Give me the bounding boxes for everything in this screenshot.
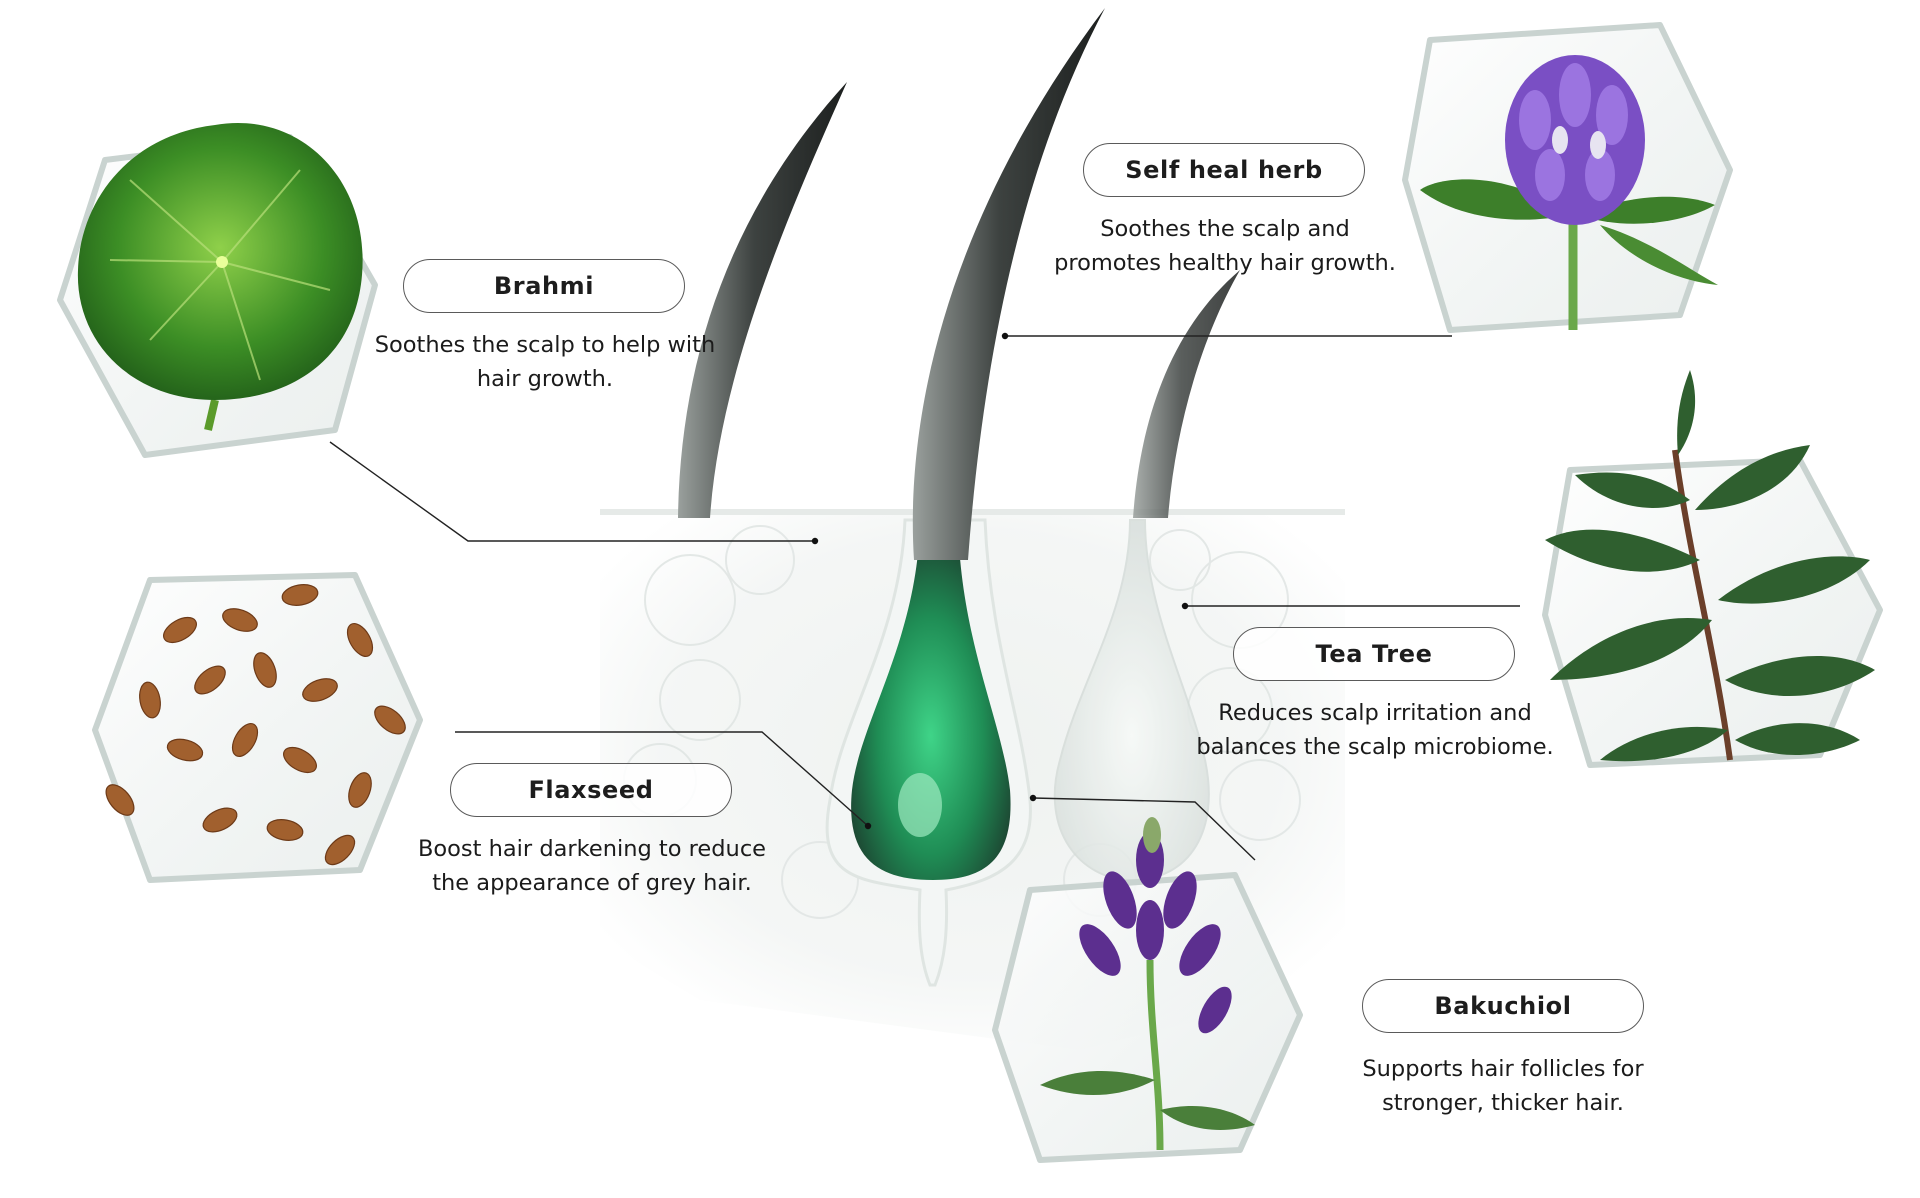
self-heal-flower-icon: [1402, 22, 1733, 333]
self-heal-herb-description: Soothes the scalp and promotes healthy h…: [1054, 216, 1396, 276]
main-hair-shaft: [912, 8, 1105, 560]
flaxseed-description: Boost hair darkening to reduce the appea…: [417, 836, 767, 896]
tea-tree-description: Reduces scalp irritation and balances th…: [1196, 700, 1554, 760]
bakuchiol-description: Supports hair follicles for stronger, th…: [1362, 1056, 1644, 1116]
bakuchiol-label: Bakuchiol: [1362, 979, 1644, 1033]
main-hair-bulb: [851, 520, 1011, 880]
flaxseed-label: Flaxseed: [450, 763, 732, 817]
bakuchiol-flower-icon: [992, 817, 1303, 1163]
tea-tree-label: Tea Tree: [1233, 627, 1515, 681]
connector-lines: [329, 335, 1520, 861]
brahmi-label: Brahmi: [403, 259, 685, 313]
right-hair-shaft: [1133, 270, 1240, 518]
brahmi-description: Soothes the scalp to help with hair grow…: [374, 332, 716, 392]
pennywort-leaf-icon: [57, 122, 378, 458]
left-hair-shaft: [678, 82, 847, 518]
self-heal-herb-label: Self heal herb: [1083, 143, 1365, 197]
flaxseed-icon: [92, 572, 423, 883]
dermal-papilla: [898, 773, 942, 837]
tea-tree-branch-icon: [1542, 370, 1883, 768]
